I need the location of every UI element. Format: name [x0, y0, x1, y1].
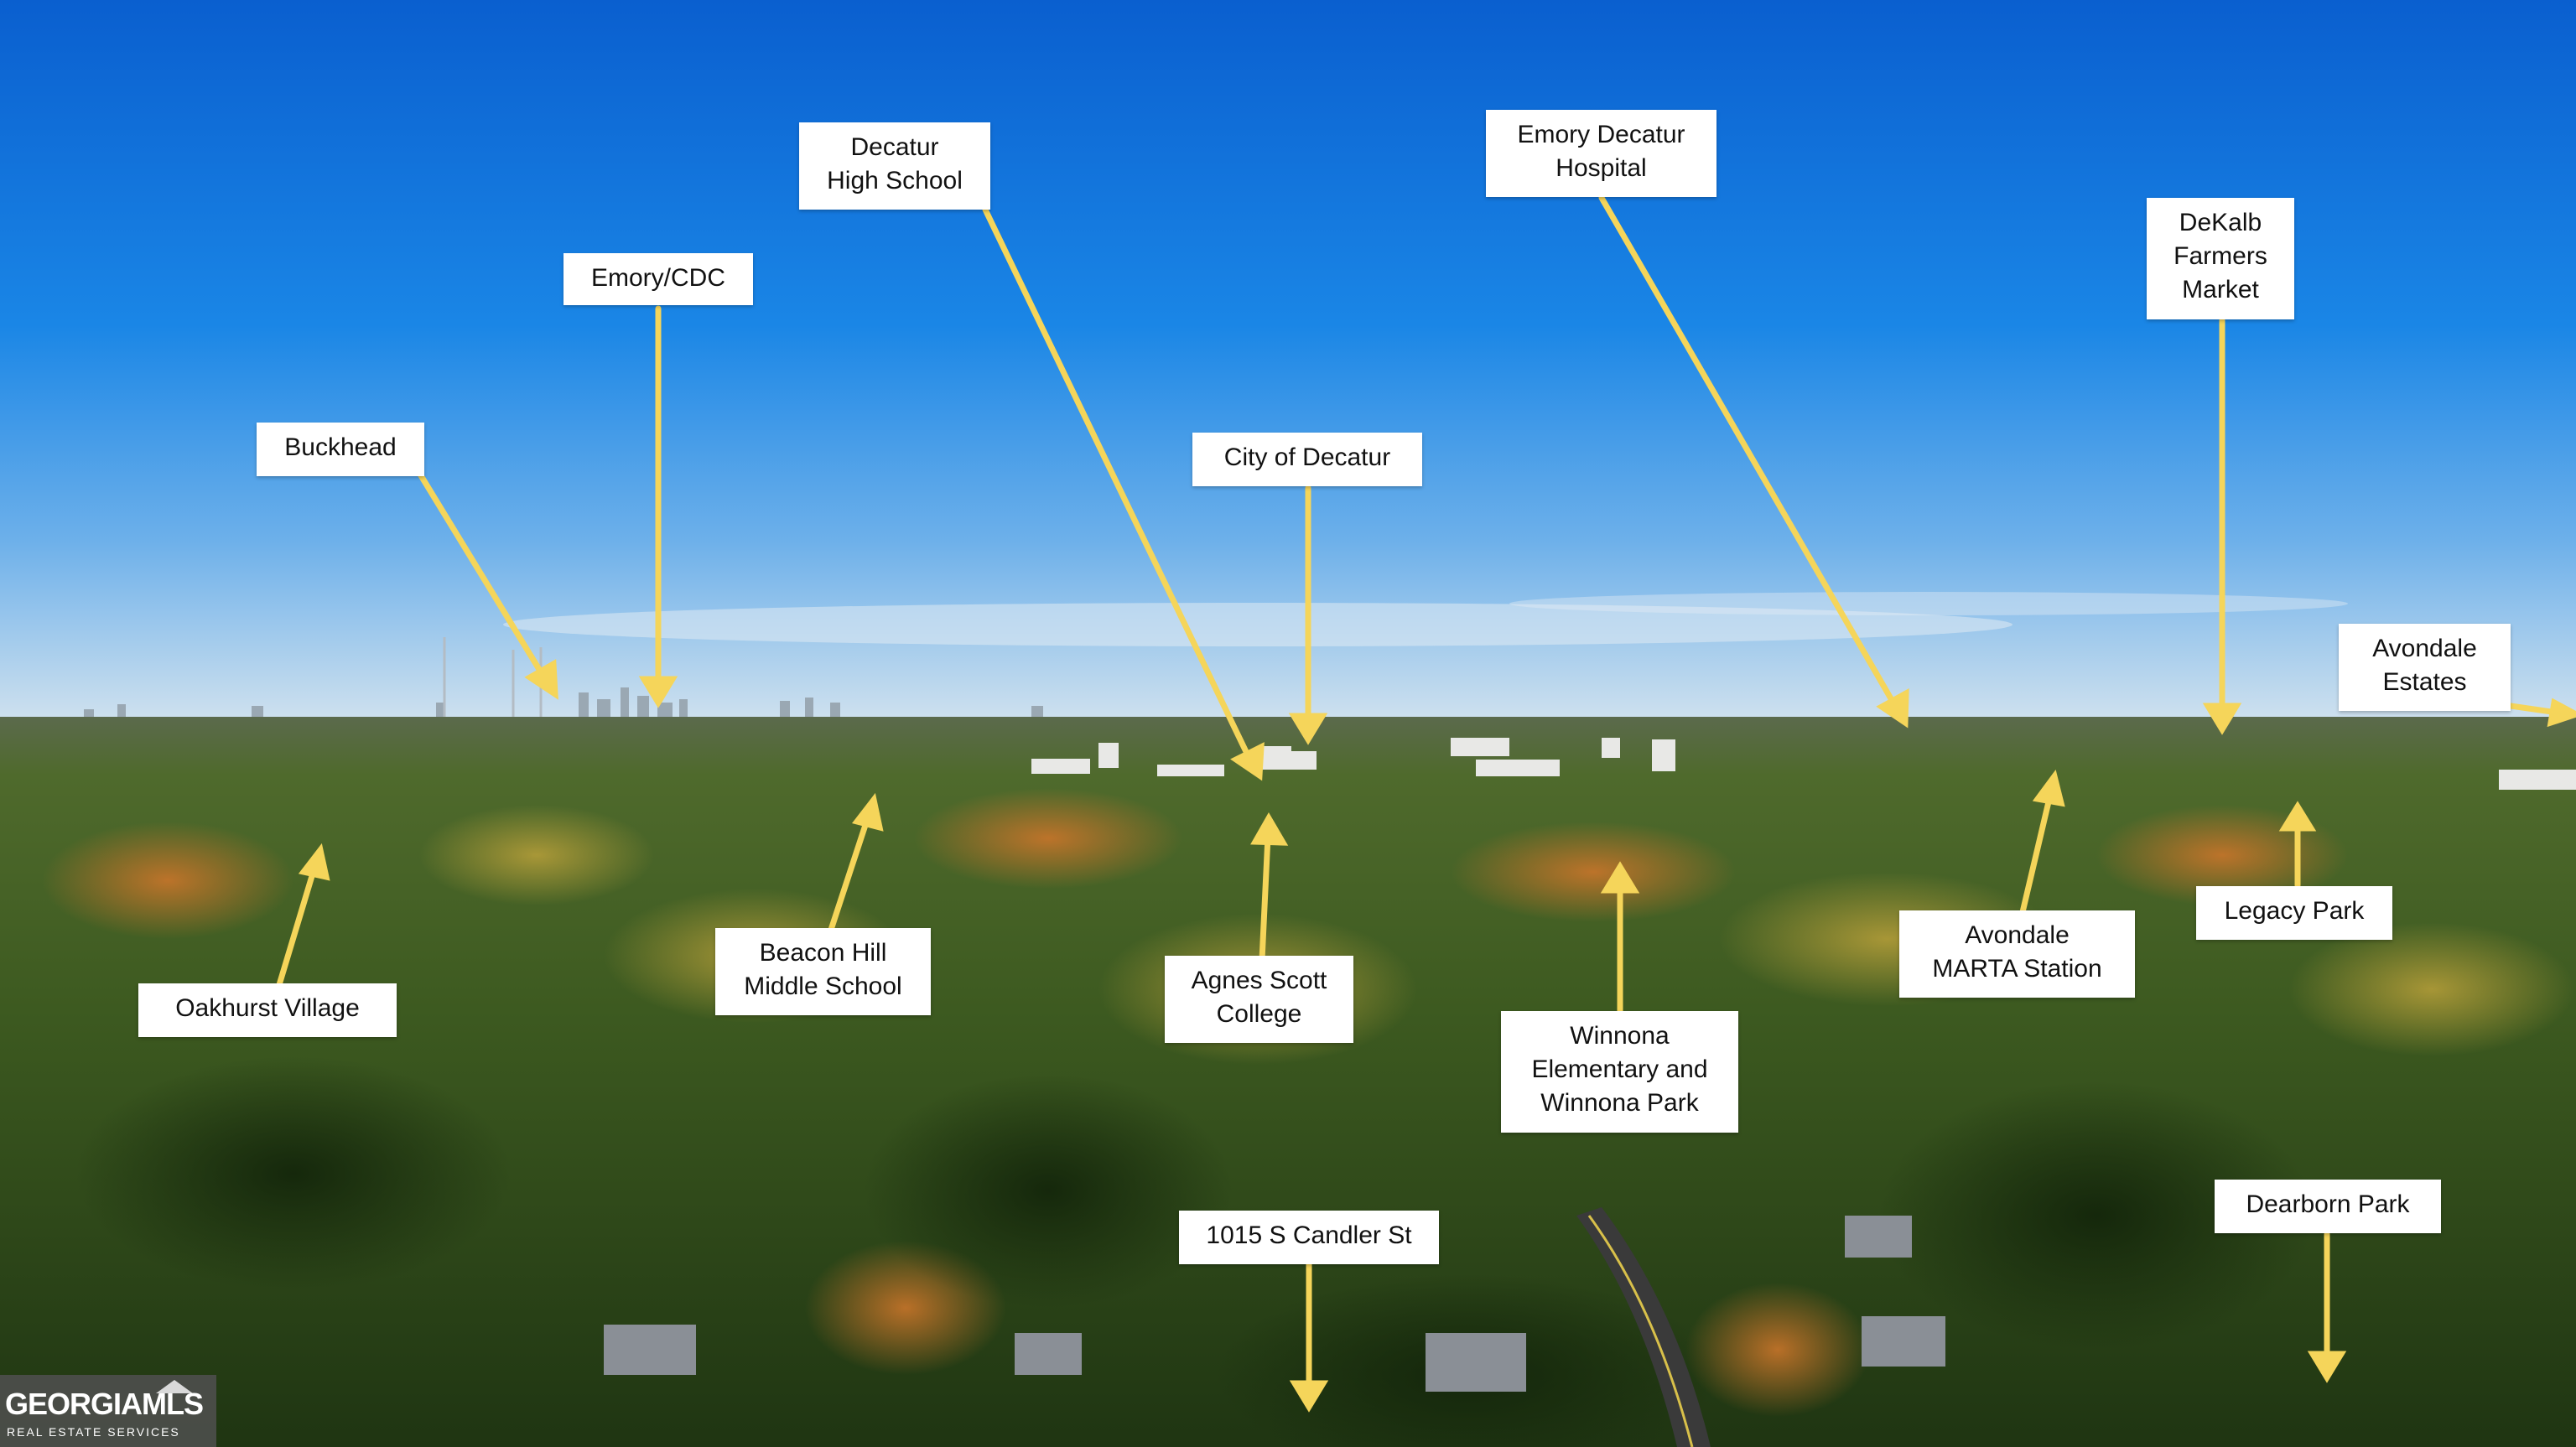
- georgiamls-logo: GEORGIAMLS REAL ESTATE SERVICES: [0, 1375, 216, 1447]
- arrow-legacy-park: [2278, 801, 2317, 889]
- arrow-beacon-hill: [827, 792, 884, 936]
- label-emory-decatur-hospital: Emory Decatur Hospital: [1486, 110, 1716, 197]
- arrow-agnes-scott: [1250, 812, 1289, 963]
- label-candler-st: 1015 S Candler St: [1179, 1211, 1439, 1264]
- arrow-avondale-estates: [2507, 698, 2576, 728]
- road: [1576, 1207, 1711, 1447]
- label-legacy-park: Legacy Park: [2196, 886, 2392, 940]
- label-agnes-scott-college: Agnes Scott College: [1165, 956, 1353, 1043]
- arrow-dekalb-farmers-market: [2202, 317, 2242, 735]
- foliage: [42, 788, 2574, 1447]
- roof-icon: [156, 1380, 193, 1393]
- label-oakhurst-village: Oakhurst Village: [138, 983, 397, 1037]
- sky: [0, 0, 2576, 721]
- label-avondale-estates: Avondale Estates: [2339, 624, 2511, 711]
- label-dearborn-park: Dearborn Park: [2215, 1180, 2441, 1233]
- label-dekalb-farmers-market: DeKalb Farmers Market: [2147, 198, 2294, 319]
- arrow-avondale-marta: [2019, 769, 2065, 915]
- arrow-winnona: [1600, 861, 1640, 1016]
- label-city-of-decatur: City of Decatur: [1192, 433, 1422, 486]
- label-beacon-hill-middle-school: Beacon Hill Middle School: [715, 928, 931, 1015]
- logo-wordmark: GEORGIAMLS: [5, 1387, 204, 1421]
- arrow-decatur-high-school: [982, 206, 1265, 781]
- arrow-buckhead: [416, 469, 558, 700]
- arrow-dearborn-park: [2307, 1231, 2347, 1383]
- arrow-emory-cdc: [638, 305, 678, 708]
- logo-tagline: REAL ESTATE SERVICES: [7, 1425, 180, 1439]
- arrow-oakhurst-village: [275, 843, 330, 991]
- haze-cloud: [503, 603, 2012, 646]
- haze-cloud: [1509, 592, 2348, 615]
- label-emory-cdc: Emory/CDC: [564, 253, 753, 305]
- label-avondale-marta-station: Avondale MARTA Station: [1899, 910, 2135, 998]
- arrow-city-of-decatur: [1288, 485, 1328, 745]
- houses: [604, 1216, 1945, 1392]
- decatur-buildings: [1031, 738, 2576, 790]
- arrows: [275, 194, 2576, 1413]
- label-winnona: Winnona Elementary and Winnona Park: [1501, 1011, 1738, 1133]
- label-buckhead: Buckhead: [257, 423, 424, 476]
- label-decatur-high-school: Decatur High School: [799, 122, 990, 210]
- arrow-candler-st: [1289, 1261, 1329, 1413]
- arrow-emory-decatur-hospital: [1598, 194, 1909, 729]
